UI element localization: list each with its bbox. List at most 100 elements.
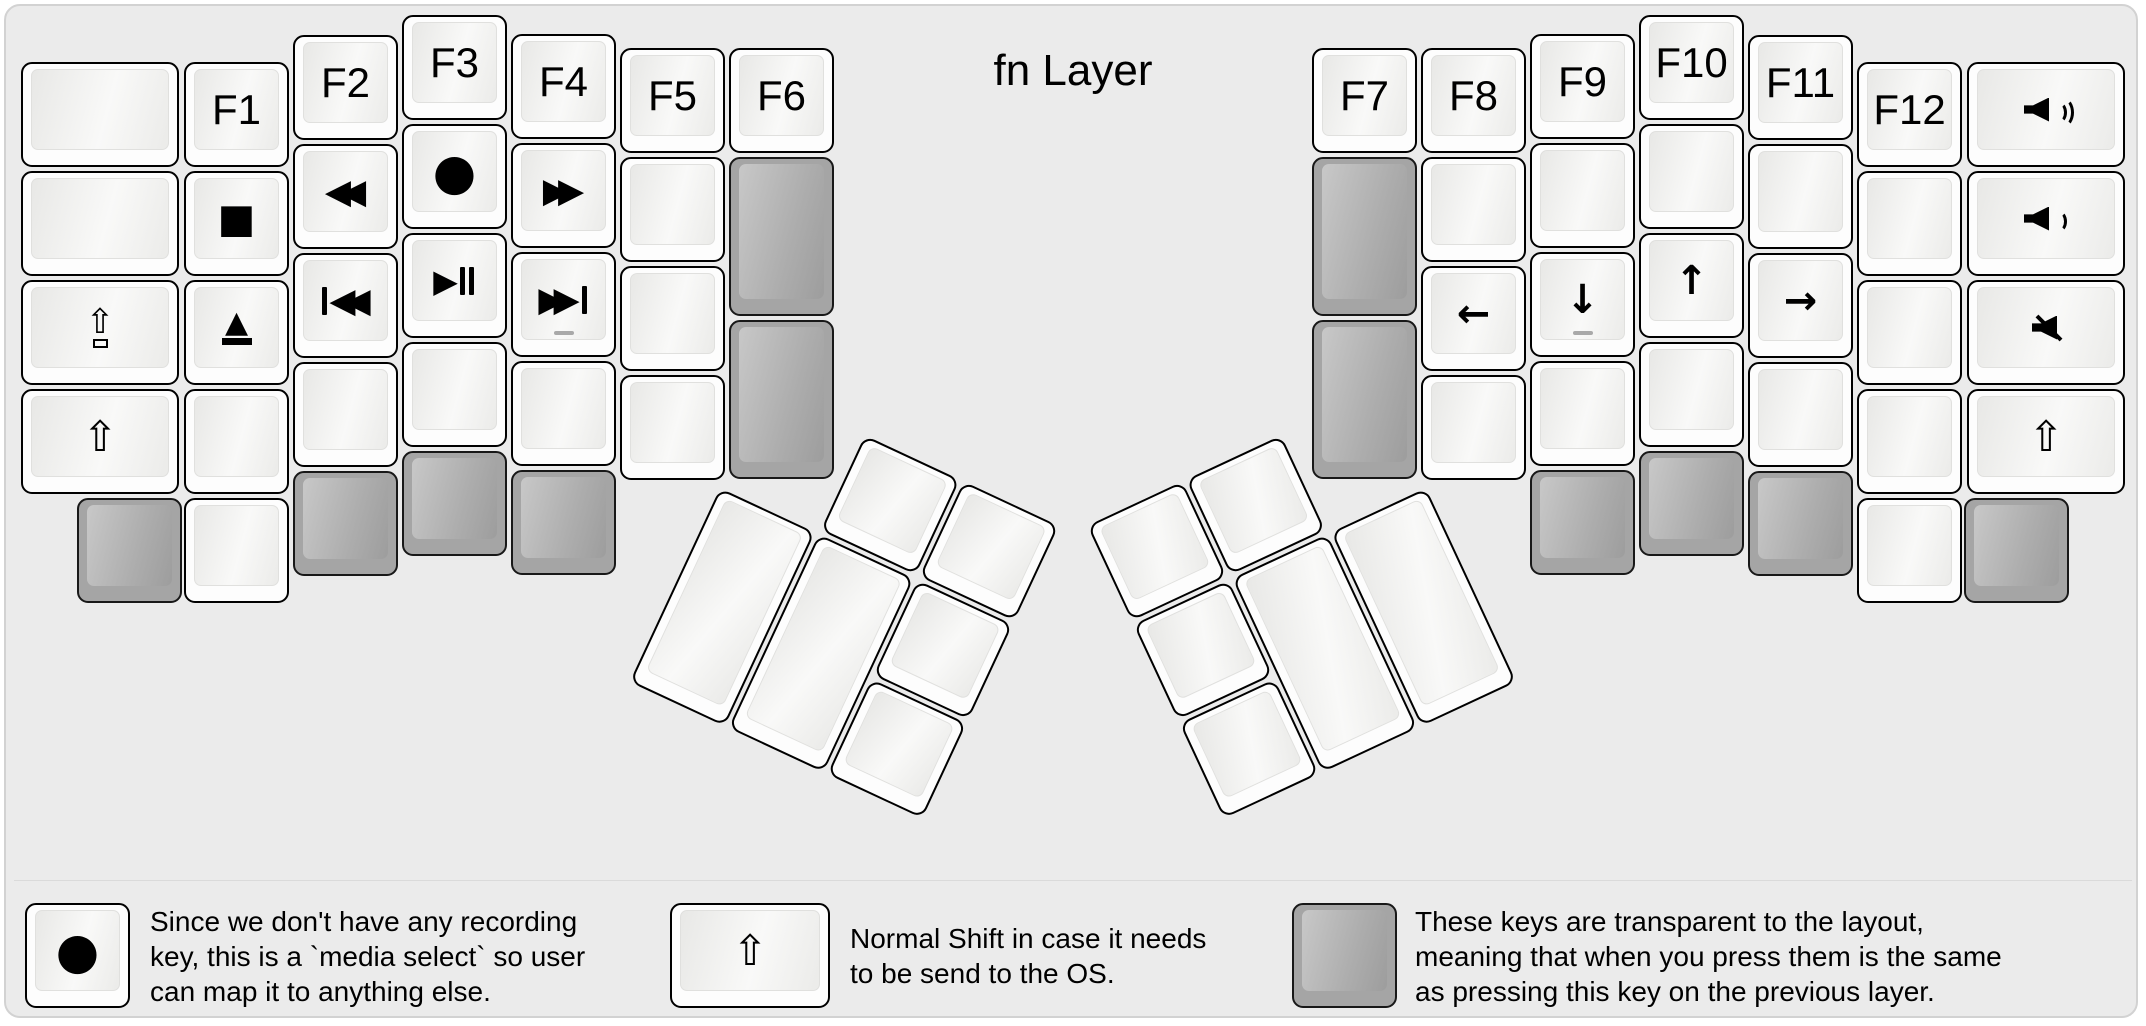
key-arrow-down[interactable]: ↓ (1530, 252, 1635, 357)
keycap-surface (630, 164, 715, 245)
key-blank[interactable] (620, 375, 725, 480)
keycap-surface: ■ (194, 178, 279, 259)
key-next-track[interactable]: ▶▶ (511, 252, 616, 357)
key-transparent[interactable] (511, 470, 616, 575)
key-shift[interactable]: ⇧ (1967, 389, 2125, 494)
key-label: F10 (1655, 38, 1728, 86)
keycap-surface (1540, 150, 1625, 231)
key-arrow-left[interactable]: ← (1421, 266, 1526, 371)
key-blank[interactable] (21, 62, 179, 167)
key-f6[interactable]: F6 (729, 48, 834, 153)
key-caps-lock[interactable]: ⇧ (21, 280, 179, 385)
key-blank[interactable] (1639, 124, 1744, 229)
key-f5[interactable]: F5 (620, 48, 725, 153)
key-transparent[interactable] (1748, 471, 1853, 576)
key-label: F8 (1448, 71, 1498, 119)
key-label: F9 (1557, 57, 1607, 105)
key-f1[interactable]: F1 (184, 62, 289, 167)
key-volume-down[interactable] (1967, 171, 2125, 276)
legend-note-line: Since we don't have any recording (150, 905, 578, 937)
key-blank[interactable] (293, 362, 398, 467)
sample-shift-key: ⇧ (670, 903, 830, 1008)
keycap-surface: ● (412, 131, 497, 212)
keycap-surface (1540, 368, 1625, 449)
key-blank[interactable] (1421, 157, 1526, 262)
key-record[interactable]: ● (402, 124, 507, 229)
shift-icon: ⇧ (82, 411, 118, 461)
key-transparent[interactable] (1639, 451, 1744, 556)
keycap-surface (303, 369, 388, 450)
key-blank[interactable] (1857, 171, 1962, 276)
eject-icon: ▲ (221, 308, 252, 345)
key-blank[interactable] (620, 266, 725, 371)
key-stop[interactable]: ■ (184, 171, 289, 276)
key-blank[interactable] (1530, 143, 1635, 248)
key-eject[interactable]: ▲ (184, 280, 289, 385)
key-volume-up[interactable] (1967, 62, 2125, 167)
keycap-surface: ◀◀ (303, 260, 388, 341)
key-f12[interactable]: F12 (1857, 62, 1962, 167)
key-blank[interactable] (1748, 362, 1853, 467)
key-transparent[interactable] (1964, 498, 2069, 603)
key-f3[interactable]: F3 (402, 15, 507, 120)
key-blank[interactable] (1748, 144, 1853, 249)
key-transparent[interactable] (1312, 157, 1417, 316)
key-blank[interactable] (1421, 375, 1526, 480)
key-blank[interactable] (184, 498, 289, 603)
keycap-surface (1191, 689, 1303, 799)
key-f9[interactable]: F9 (1530, 34, 1635, 139)
key-mute[interactable] (1967, 280, 2125, 385)
key-f11[interactable]: F11 (1748, 35, 1853, 140)
key-blank[interactable] (21, 171, 179, 276)
keycap-surface (1867, 178, 1952, 259)
key-prev-track[interactable]: ◀◀ (293, 253, 398, 358)
key-transparent[interactable] (1530, 470, 1635, 575)
keycap-surface (521, 477, 606, 558)
legend-note-line: meaning that when you press them is the … (1415, 940, 2002, 972)
legend-note-line: can map it to anything else. (150, 975, 491, 1007)
key-transparent[interactable] (729, 320, 834, 479)
key-arrow-right[interactable]: → (1748, 253, 1853, 358)
key-blank[interactable] (1530, 361, 1635, 466)
key-blank[interactable] (402, 342, 507, 447)
key-transparent[interactable] (293, 471, 398, 576)
key-blank[interactable] (1857, 280, 1962, 385)
key-fast-forward[interactable]: ▶▶ (511, 143, 616, 248)
keycap-surface (1649, 349, 1734, 430)
key-transparent[interactable] (77, 498, 182, 603)
key-shift[interactable]: ⇧ (21, 389, 179, 494)
keycap-surface (836, 445, 948, 556)
keycap-surface (194, 396, 279, 477)
key-transparent[interactable] (729, 157, 834, 316)
key-f10[interactable]: F10 (1639, 15, 1744, 120)
key-blank[interactable] (511, 361, 616, 466)
key-f2[interactable]: F2 (293, 35, 398, 140)
key-label: F1 (211, 85, 261, 133)
key-arrow-up[interactable]: ↑ (1639, 233, 1744, 338)
rewind-icon: ◀◀ (324, 171, 366, 212)
keycap-surface (1431, 382, 1516, 463)
key-blank[interactable] (1857, 389, 1962, 494)
layer-title: fn Layer (993, 46, 1153, 95)
keycap-surface: F11 (1758, 42, 1843, 123)
keycap-surface (1974, 505, 2059, 586)
keycap-surface (1977, 69, 2115, 150)
keycap-surface (1867, 287, 1952, 368)
key-blank[interactable] (1857, 498, 1962, 603)
key-blank[interactable] (1639, 342, 1744, 447)
key-play-pause[interactable]: ▶ (402, 233, 507, 338)
sample-record-key: ● (25, 903, 130, 1008)
key-blank[interactable] (184, 389, 289, 494)
key-f4[interactable]: F4 (511, 34, 616, 139)
key-rewind[interactable]: ◀◀ (293, 144, 398, 249)
keycap-surface: ⇧ (680, 910, 820, 991)
keycap-surface (1758, 369, 1843, 450)
key-transparent[interactable] (1312, 320, 1417, 479)
key-f8[interactable]: F8 (1421, 48, 1526, 153)
key-blank[interactable] (620, 157, 725, 262)
key-transparent[interactable] (402, 451, 507, 556)
fast-forward-icon: ▶▶ (542, 170, 584, 211)
keycap-surface: F7 (1322, 55, 1407, 136)
key-f7[interactable]: F7 (1312, 48, 1417, 153)
